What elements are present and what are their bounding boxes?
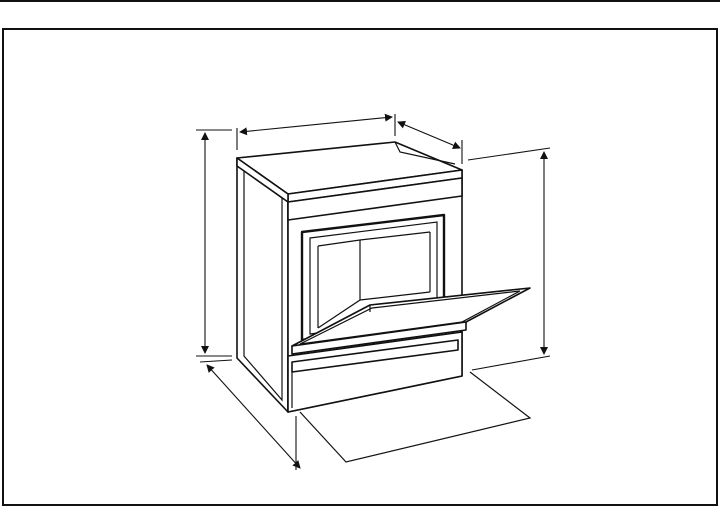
depth-dimension-top	[397, 121, 463, 164]
header-rule	[0, 0, 720, 2]
oven-door	[291, 287, 531, 355]
diagram-frame	[2, 28, 718, 506]
control-panel	[287, 177, 463, 221]
depth-dimension-bottom	[199, 359, 301, 470]
floor-footprint	[299, 371, 532, 463]
height-dimension-left	[196, 129, 232, 357]
worktop	[236, 141, 463, 203]
width-dimension	[236, 113, 396, 150]
height-dimension-right	[467, 147, 551, 371]
